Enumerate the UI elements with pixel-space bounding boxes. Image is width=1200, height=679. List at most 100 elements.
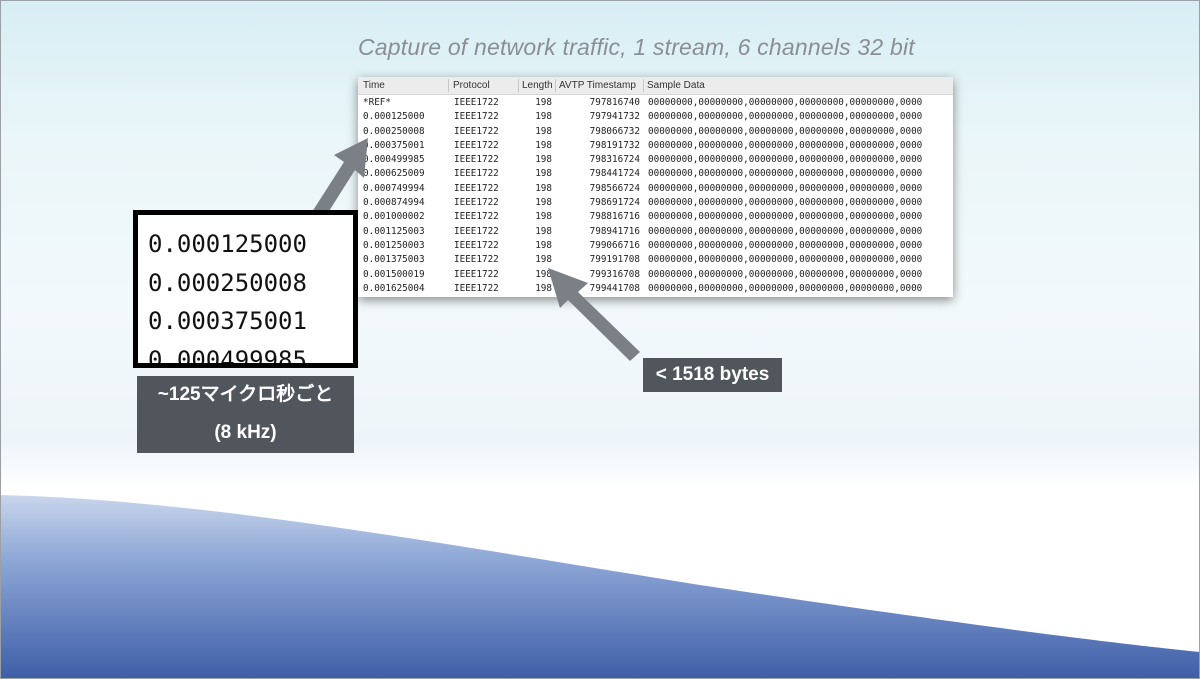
- cell-time: 0.000625009: [363, 168, 425, 180]
- cell-time: 0.000874994: [363, 197, 425, 209]
- cell-protocol: IEEE1722: [454, 168, 499, 180]
- column-header-time[interactable]: Time: [363, 80, 385, 91]
- cell-avtp-timestamp: 798441724: [589, 168, 640, 180]
- cell-sample-data: 00000000,00000000,00000000,00000000,0000…: [648, 154, 923, 166]
- cell-protocol: IEEE1722: [454, 154, 499, 166]
- cell-length: 198: [535, 254, 552, 266]
- table-row[interactable]: 0.001375003 IEEE1722 198 799191708 00000000,…: [358, 252, 953, 266]
- cell-length: 198: [535, 139, 552, 151]
- table-row[interactable]: 0.000874994 IEEE1722 198 798691724 00000000,…: [358, 195, 953, 209]
- cell-time: 0.000375001: [363, 139, 425, 151]
- arrow-to-time-column: [312, 138, 368, 219]
- cell-avtp-timestamp: 799191708: [589, 254, 640, 266]
- cell-avtp-timestamp: 798066732: [589, 125, 640, 137]
- interval-label: ~125マイクロ秒ごと (8 kHz): [137, 376, 354, 453]
- cell-protocol: IEEE1722: [454, 239, 499, 251]
- callout-time-line: 0.000250008: [148, 268, 307, 297]
- cell-sample-data: 00000000,00000000,00000000,00000000,0000…: [648, 182, 923, 194]
- cell-avtp-timestamp: 798691724: [589, 197, 640, 209]
- cell-avtp-timestamp: 798566724: [589, 182, 640, 194]
- column-header-protocol[interactable]: Protocol: [453, 80, 490, 91]
- cell-avtp-timestamp: 798941716: [589, 225, 640, 237]
- cell-sample-data: 00000000,00000000,00000000,00000000,0000…: [648, 125, 923, 137]
- cell-time: 0.001375003: [363, 254, 425, 266]
- cell-time: 0.000499985: [363, 154, 425, 166]
- table-row[interactable]: 0.001250003 IEEE1722 198 799066716 00000000,…: [358, 238, 953, 252]
- cell-length: 198: [535, 268, 552, 280]
- callout-time-line: 0.000499985: [148, 345, 307, 368]
- cell-sample-data: 00000000,00000000,00000000,00000000,0000…: [648, 239, 923, 251]
- time-zoom-callout: 0.000125000 0.000250008 0.000375001 0.00…: [133, 210, 358, 368]
- cell-avtp-timestamp: 799066716: [589, 239, 640, 251]
- cell-avtp-timestamp: 797816740: [589, 97, 640, 108]
- table-row[interactable]: 0.001000002 IEEE1722 198 798816716 00000000,…: [358, 209, 953, 223]
- cell-time: 0.001625004: [363, 282, 425, 294]
- cell-protocol: IEEE1722: [454, 211, 499, 223]
- cell-sample-data: 00000000,00000000,00000000,00000000,0000…: [648, 197, 923, 209]
- table-row[interactable]: 0.001125003 IEEE1722 198 798941716 00000000,…: [358, 224, 953, 238]
- cell-avtp-timestamp: 798191732: [589, 139, 640, 151]
- cell-avtp-timestamp: 798816716: [589, 211, 640, 223]
- cell-protocol: IEEE1722: [454, 111, 499, 123]
- cell-sample-data: 00000000,00000000,00000000,00000000,0000…: [648, 97, 923, 108]
- cell-sample-data: 00000000,00000000,00000000,00000000,0000…: [648, 282, 923, 294]
- cell-sample-data: 00000000,00000000,00000000,00000000,0000…: [648, 254, 923, 266]
- column-header-avtp-timestamp[interactable]: AVTP Timestamp: [559, 80, 636, 91]
- table-row[interactable]: 0.000250008 IEEE1722 198 798066732 00000000,…: [358, 124, 953, 138]
- cell-length: 198: [535, 225, 552, 237]
- table-row[interactable]: 0.000625009 IEEE1722 198 798441724 00000000,…: [358, 166, 953, 180]
- cell-time: 0.001250003: [363, 239, 425, 251]
- arrow-to-length-column: [548, 268, 640, 361]
- column-header-length[interactable]: Length: [522, 80, 553, 91]
- cell-protocol: IEEE1722: [454, 268, 499, 280]
- cell-protocol: IEEE1722: [454, 197, 499, 209]
- cell-sample-data: 00000000,00000000,00000000,00000000,0000…: [648, 225, 923, 237]
- cell-time: 0.001000002: [363, 211, 425, 223]
- table-row[interactable]: 0.001625004 IEEE1722 198 799441708 00000000,…: [358, 281, 953, 295]
- cell-protocol: IEEE1722: [454, 139, 499, 151]
- cell-time: 0.001125003: [363, 225, 425, 237]
- cell-sample-data: 00000000,00000000,00000000,00000000,0000…: [648, 139, 923, 151]
- cell-protocol: IEEE1722: [454, 254, 499, 266]
- callout-time-line: 0.000375001: [148, 307, 307, 335]
- cell-time: 0.000250008: [363, 125, 425, 137]
- cell-avtp-timestamp: 799316708: [589, 268, 640, 280]
- cell-protocol: IEEE1722: [454, 225, 499, 237]
- table-row[interactable]: 0.000375001 IEEE1722 198 798191732 00000000,…: [358, 138, 953, 152]
- cell-avtp-timestamp: 798316724: [589, 154, 640, 166]
- cell-length: 198: [535, 282, 552, 294]
- callout-time-line: 0.000125000: [148, 230, 307, 258]
- cell-length: 198: [535, 125, 552, 137]
- column-header-sample-data[interactable]: Sample Data: [647, 80, 705, 91]
- cell-protocol: IEEE1722: [454, 282, 499, 294]
- interval-label-line2: (8 kHz): [214, 422, 277, 443]
- cell-length: 198: [535, 111, 552, 123]
- cell-time: 0.000125000: [363, 111, 425, 123]
- cell-length: 198: [535, 97, 552, 108]
- cell-sample-data: 00000000,00000000,00000000,00000000,0000…: [648, 268, 923, 280]
- cell-time: 0.000749994: [363, 182, 425, 194]
- cell-protocol: IEEE1722: [454, 125, 499, 137]
- cell-avtp-timestamp: 799441708: [589, 282, 640, 294]
- cell-protocol: IEEE1722: [454, 182, 499, 194]
- cell-sample-data: 00000000,00000000,00000000,00000000,0000…: [648, 168, 923, 180]
- cell-length: 198: [535, 239, 552, 251]
- table-row[interactable]: 0.000499985 IEEE1722 198 798316724 00000000,…: [358, 152, 953, 166]
- interval-label-line1: ~125マイクロ秒ごと: [157, 384, 334, 405]
- slide-title: Capture of network traffic, 1 stream, 6 …: [358, 34, 915, 60]
- cell-length: 198: [535, 154, 552, 166]
- table-header: Time Protocol Length AVTP Timestamp Samp…: [358, 77, 953, 95]
- cell-sample-data: 00000000,00000000,00000000,00000000,0000…: [648, 211, 923, 223]
- cell-length: 198: [535, 168, 552, 180]
- cell-avtp-timestamp: 797941732: [589, 111, 640, 123]
- cell-time: *REF*: [363, 97, 391, 108]
- cell-length: 198: [535, 211, 552, 223]
- packet-capture-table: Time Protocol Length AVTP Timestamp Samp…: [358, 77, 953, 297]
- cell-length: 198: [535, 197, 552, 209]
